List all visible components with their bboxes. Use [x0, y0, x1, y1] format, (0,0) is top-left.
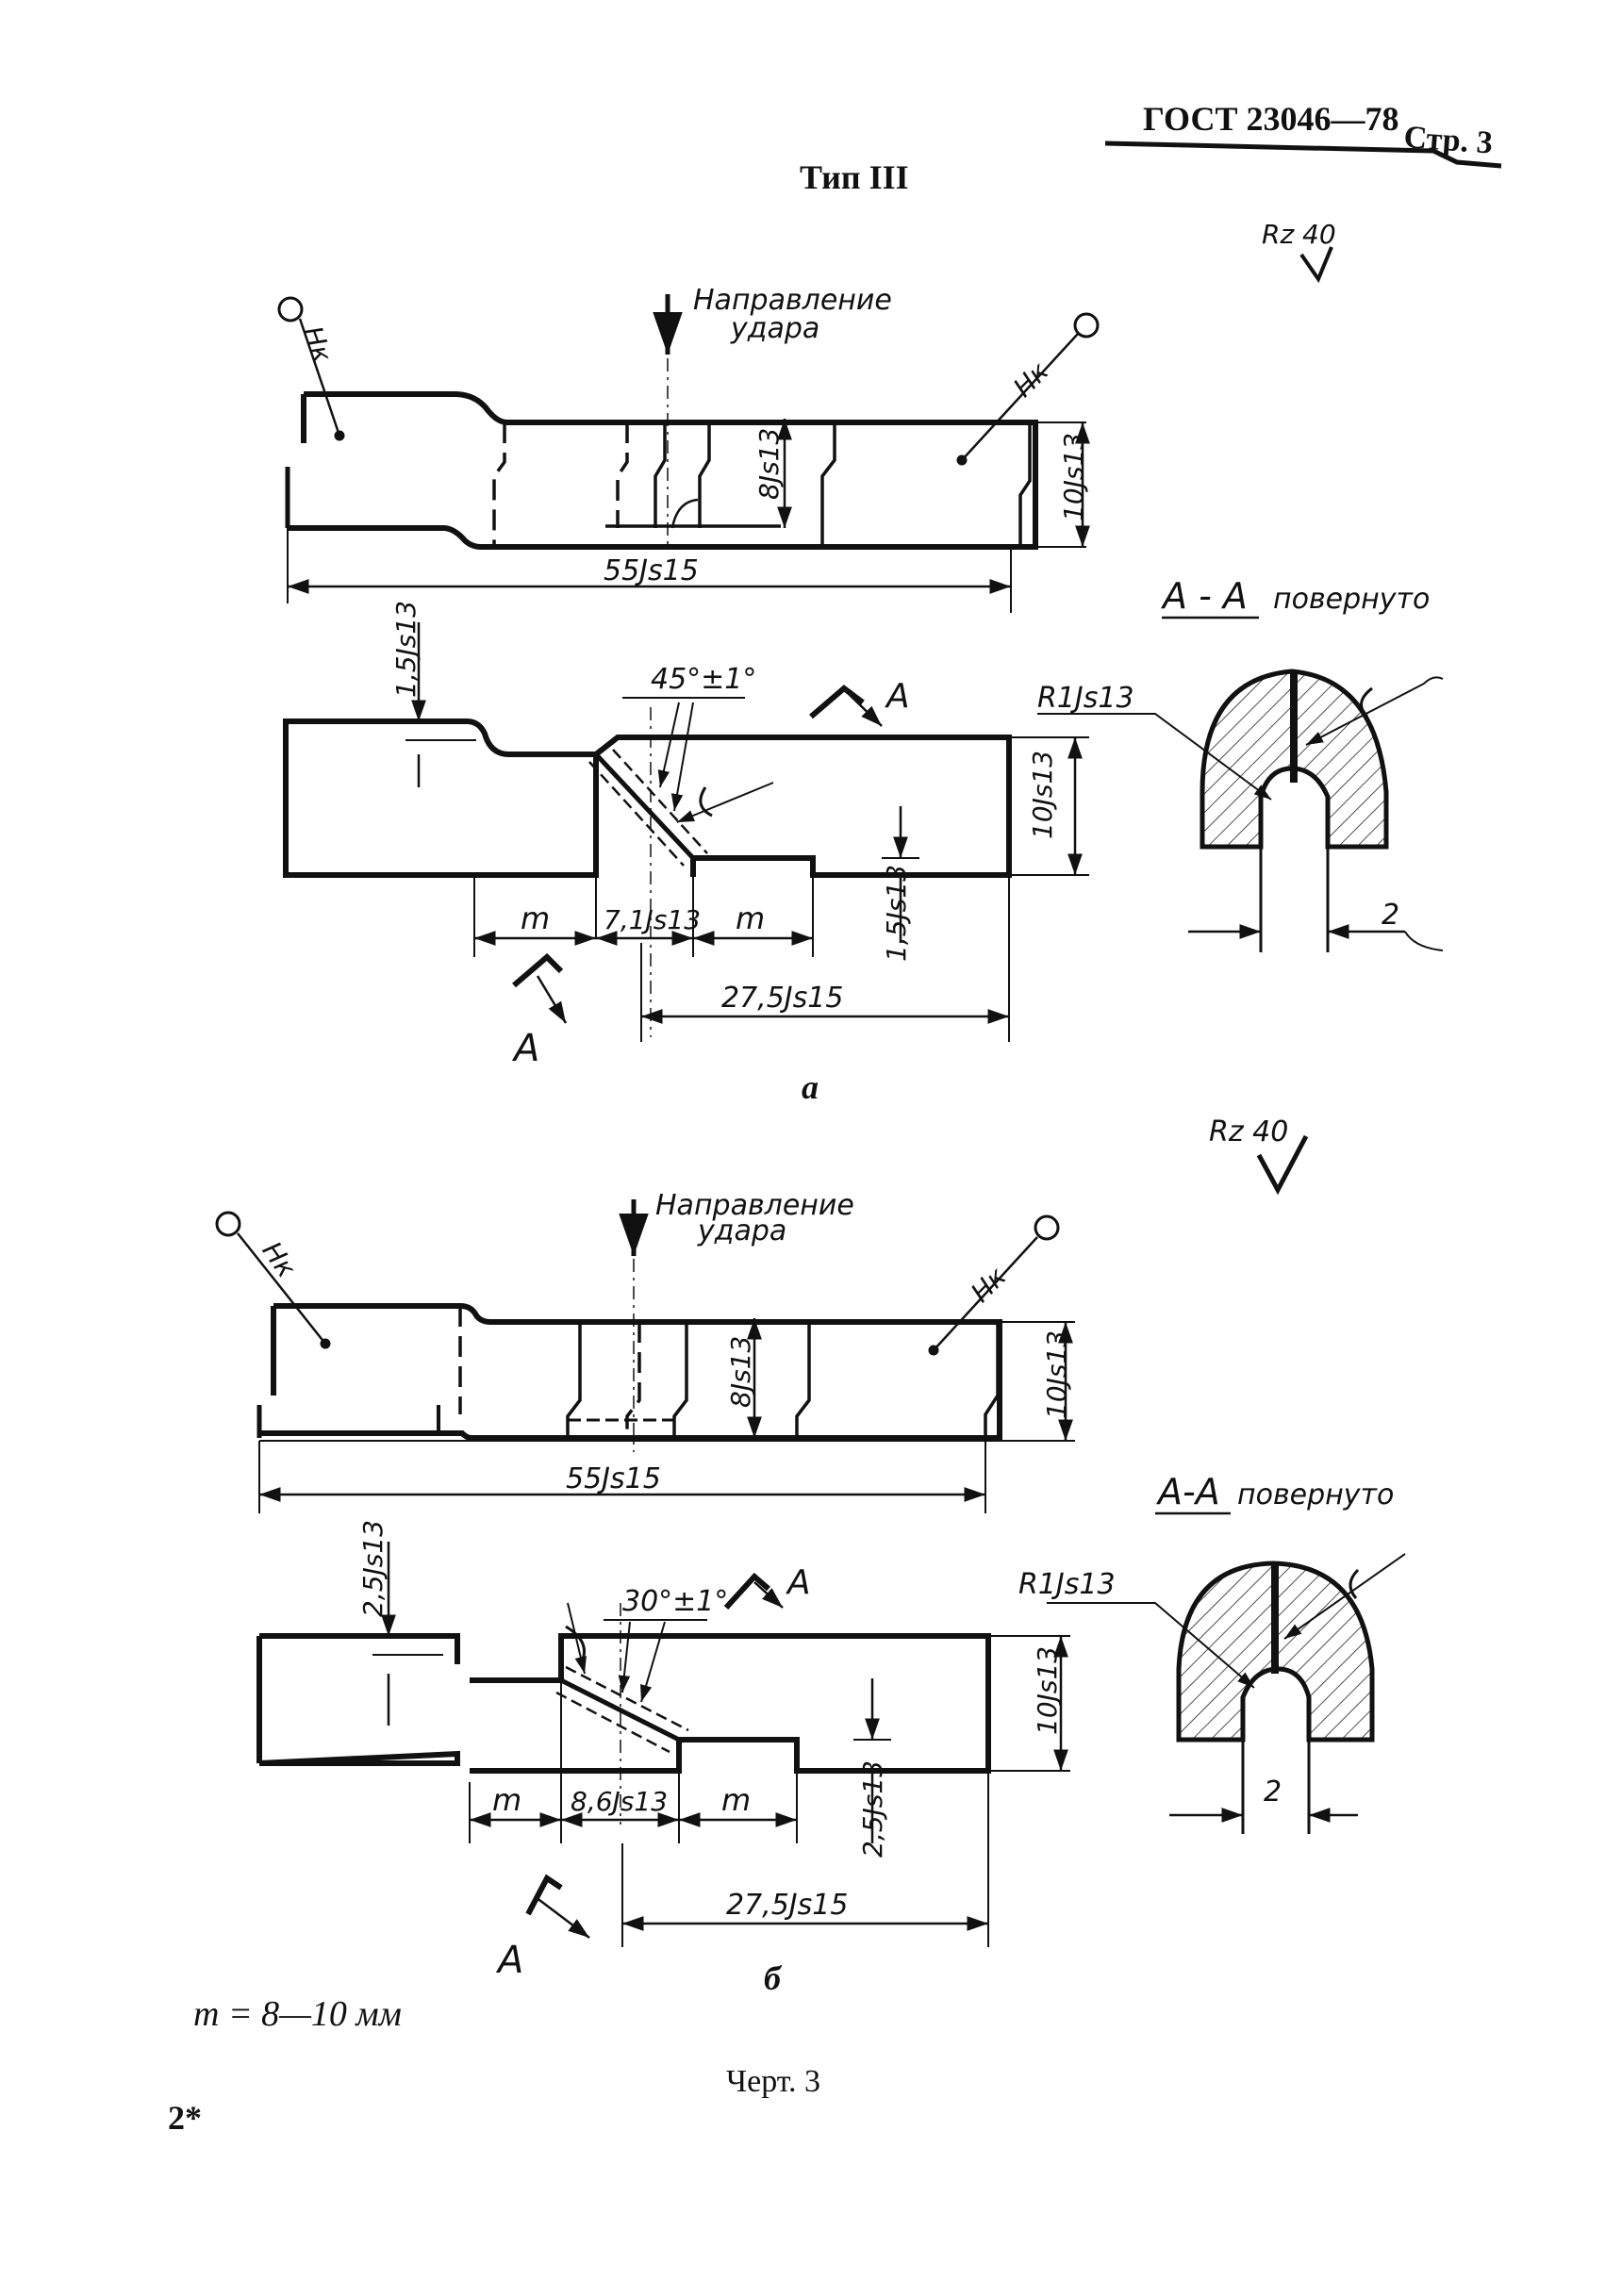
dim-m-left-b: m: [492, 1782, 521, 1818]
section-title-b: A-A: [1155, 1471, 1220, 1512]
dim-55-a: 55Js15: [604, 554, 699, 587]
page-mark: 2*: [168, 2099, 202, 2137]
roughness-check-icon: [1299, 246, 1333, 284]
dim-10-bottom-b: 10Js13: [1032, 1646, 1063, 1735]
specimen-a-bottom-outline: [283, 719, 599, 878]
view-label-a: а: [802, 1068, 819, 1106]
section-a-a-a: A - A повернуто 2 R1Js13: [1037, 575, 1444, 952]
page-number: Стр. 3: [1402, 120, 1493, 160]
dim-m-left-a: m: [521, 900, 550, 936]
note-m-range: m = 8—10 мм: [193, 1994, 402, 2034]
view-a-top: Rz 40 Направление удара Нк Нк 8Js13: [277, 219, 1336, 613]
section-radius-b: R1Js13: [1018, 1568, 1116, 1601]
cut-mark-top-b: A: [786, 1563, 811, 1602]
roughness-check-icon: [1256, 1134, 1309, 1196]
header-underline: [1104, 140, 1502, 169]
dim-27-5-a: 27,5Js15: [721, 982, 843, 1015]
dim-10-bottom-a: 10Js13: [1027, 751, 1058, 839]
view-b-top: Rz 40 Направление удара Нк Нк 8Js13 10Js…: [215, 1115, 1309, 1513]
dim-55-b: 55Js15: [566, 1462, 661, 1495]
cut-mark-top-a: A: [885, 677, 910, 716]
dim-10-top-b: 10Js13: [1041, 1330, 1072, 1419]
figure-caption: Черт. 3: [726, 2064, 820, 2099]
specimen-b-top-outline: [259, 1303, 1002, 1441]
standard-number: ГОСТ 23046—78: [1143, 100, 1398, 138]
dim-7-1-a: 7,1Js13: [604, 904, 701, 935]
section-width-b: 2: [1264, 1776, 1282, 1809]
hk-mark-right-a: Нк: [1007, 355, 1054, 403]
dim-8-a: 8Js13: [753, 428, 785, 500]
dim-8-6-b: 8,6Js13: [571, 1786, 668, 1817]
impact-direction-label-b: Направление: [655, 1189, 854, 1222]
type-title: Тип III: [800, 158, 909, 196]
dim-10-top-a: 10Js13: [1058, 433, 1089, 521]
hk-mark-left-b: Нк: [256, 1236, 303, 1283]
impact-direction-label-a2: удара: [730, 312, 819, 345]
angle-a: 45°±1°: [651, 663, 756, 696]
view-label-b: б: [764, 1959, 783, 1997]
cut-mark-bottom-b: A: [495, 1939, 523, 1982]
section-title-a: A - A: [1160, 575, 1248, 617]
impact-direction-label-a: Направление: [693, 284, 892, 317]
section-note-a: повернуто: [1273, 583, 1430, 616]
page-header: ГОСТ 23046—78 Стр. 3: [1104, 100, 1502, 169]
section-radius-a: R1Js13: [1037, 682, 1134, 715]
angle-b: 30°±1°: [622, 1585, 728, 1618]
specimen-b-bottom-outline: [258, 1633, 460, 1766]
dim-8-b: 8Js13: [725, 1336, 756, 1408]
dim-1-5-bottom-a: 1,5Js13: [881, 865, 912, 962]
section-a-a-b: A-A повернуто 2 R1Js13: [1018, 1471, 1406, 1834]
cut-mark-bottom-a: A: [511, 1027, 539, 1070]
section-width-a: 2: [1382, 899, 1399, 932]
dim-2-5-top-b: 2,5Js13: [357, 1520, 389, 1617]
roughness-label-a: Rz 40: [1262, 219, 1336, 250]
hk-mark-right-b: Нк: [965, 1261, 1012, 1308]
dim-m-right-a: m: [736, 900, 765, 936]
roughness-label-b: Rz 40: [1209, 1115, 1288, 1148]
specimen-a-top-outline: [288, 391, 1038, 550]
dim-27-5-b: 27,5Js15: [726, 1889, 848, 1922]
dim-m-right-b: m: [721, 1782, 751, 1818]
dim-2-5-bottom-b: 2,5Js13: [857, 1760, 888, 1858]
view-b-bottom: 2,5Js13 30°±1° A 10Js13 2,5Js13 m 8,6Js1…: [256, 1520, 1070, 1982]
section-note-b: повернуто: [1237, 1478, 1394, 1511]
impact-direction-label-b2: удара: [697, 1214, 786, 1247]
dim-1-5-top-a: 1,5Js13: [390, 601, 422, 698]
view-a-bottom: 1,5Js13 45°±1° A 10Js13 1,5Js13 m 7,1Js1…: [283, 601, 1089, 1070]
